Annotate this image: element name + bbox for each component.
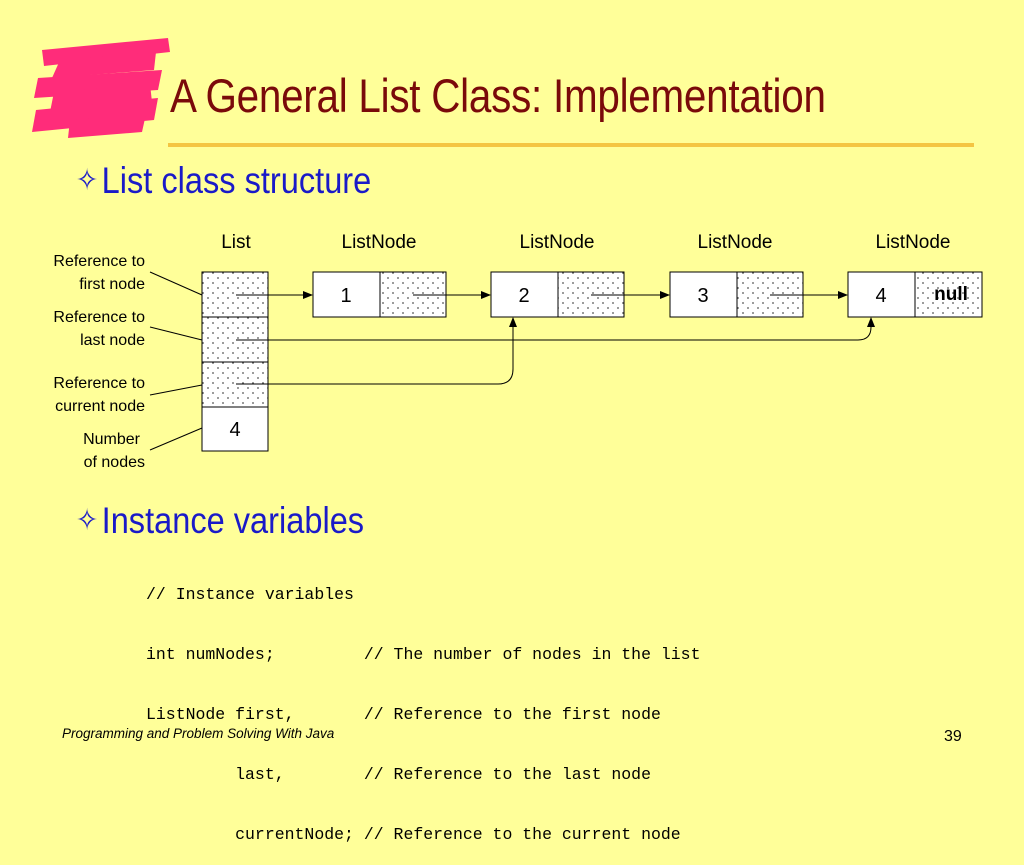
bullet-instance-variables: ✧Instance variables — [76, 500, 364, 542]
bullet-text: List class structure — [101, 160, 372, 201]
label-current-line1: Reference to — [53, 375, 145, 392]
node-3-value-cell — [669, 271, 738, 318]
node-4-value-cell — [847, 271, 916, 318]
page-title: A General List Class: Implementation — [170, 69, 826, 122]
code-line: int numNodes; // The number of nodes in … — [146, 645, 701, 664]
page-number: 39 — [944, 728, 962, 745]
star-bullet-icon: ✧ — [76, 504, 99, 537]
leader-first — [149, 271, 203, 296]
label-first-line1: Reference to — [53, 253, 145, 270]
code-line: // Instance variables — [146, 585, 354, 604]
logo-scribble-icon — [32, 38, 170, 138]
null-label: null — [934, 284, 968, 305]
leader-count — [149, 427, 203, 451]
linked-list-diagram: List ListNode ListNode ListNode ListNode… — [53, 232, 983, 471]
node-3-value: 3 — [697, 285, 708, 307]
pointer-current-to-node-2 — [236, 317, 517, 385]
code-block: // Instance variables int numNodes; // T… — [146, 545, 701, 865]
leader-current — [149, 384, 203, 396]
label-first-line2: first node — [79, 276, 145, 293]
node-2-value: 2 — [518, 285, 529, 307]
node-1-value: 1 — [340, 285, 351, 307]
list-count-value: 4 — [229, 419, 240, 441]
header-listnode-1: ListNode — [342, 232, 417, 253]
bullet-text: Instance variables — [101, 500, 365, 541]
bullet-list-class-structure: ✧List class structure — [76, 160, 371, 202]
code-line: currentNode; // Reference to the current… — [146, 825, 681, 844]
code-line: ListNode first, // Reference to the firs… — [146, 705, 661, 724]
label-count-line1: Number — [83, 431, 141, 448]
label-last-line1: Reference to — [53, 309, 145, 326]
header-listnode-2: ListNode — [520, 232, 595, 253]
node-1-value-cell — [312, 271, 381, 318]
node-2-value-cell — [490, 271, 559, 318]
label-current-line2: current node — [55, 398, 145, 415]
header-listnode-4: ListNode — [876, 232, 951, 253]
pointer-last-to-node-4 — [236, 317, 875, 341]
title-divider — [168, 143, 974, 147]
list-count-cell — [201, 406, 269, 452]
leader-last — [149, 326, 203, 341]
header-listnode-3: ListNode — [698, 232, 773, 253]
node-4-next-cell — [914, 271, 983, 318]
label-count-line2: of nodes — [84, 454, 145, 471]
star-bullet-icon: ✧ — [76, 164, 99, 197]
label-last-line2: last node — [80, 332, 145, 349]
node-4-value: 4 — [875, 285, 886, 307]
footer-text: Programming and Problem Solving With Jav… — [62, 726, 335, 741]
code-line: last, // Reference to the last node — [146, 765, 651, 784]
header-list: List — [221, 232, 251, 253]
